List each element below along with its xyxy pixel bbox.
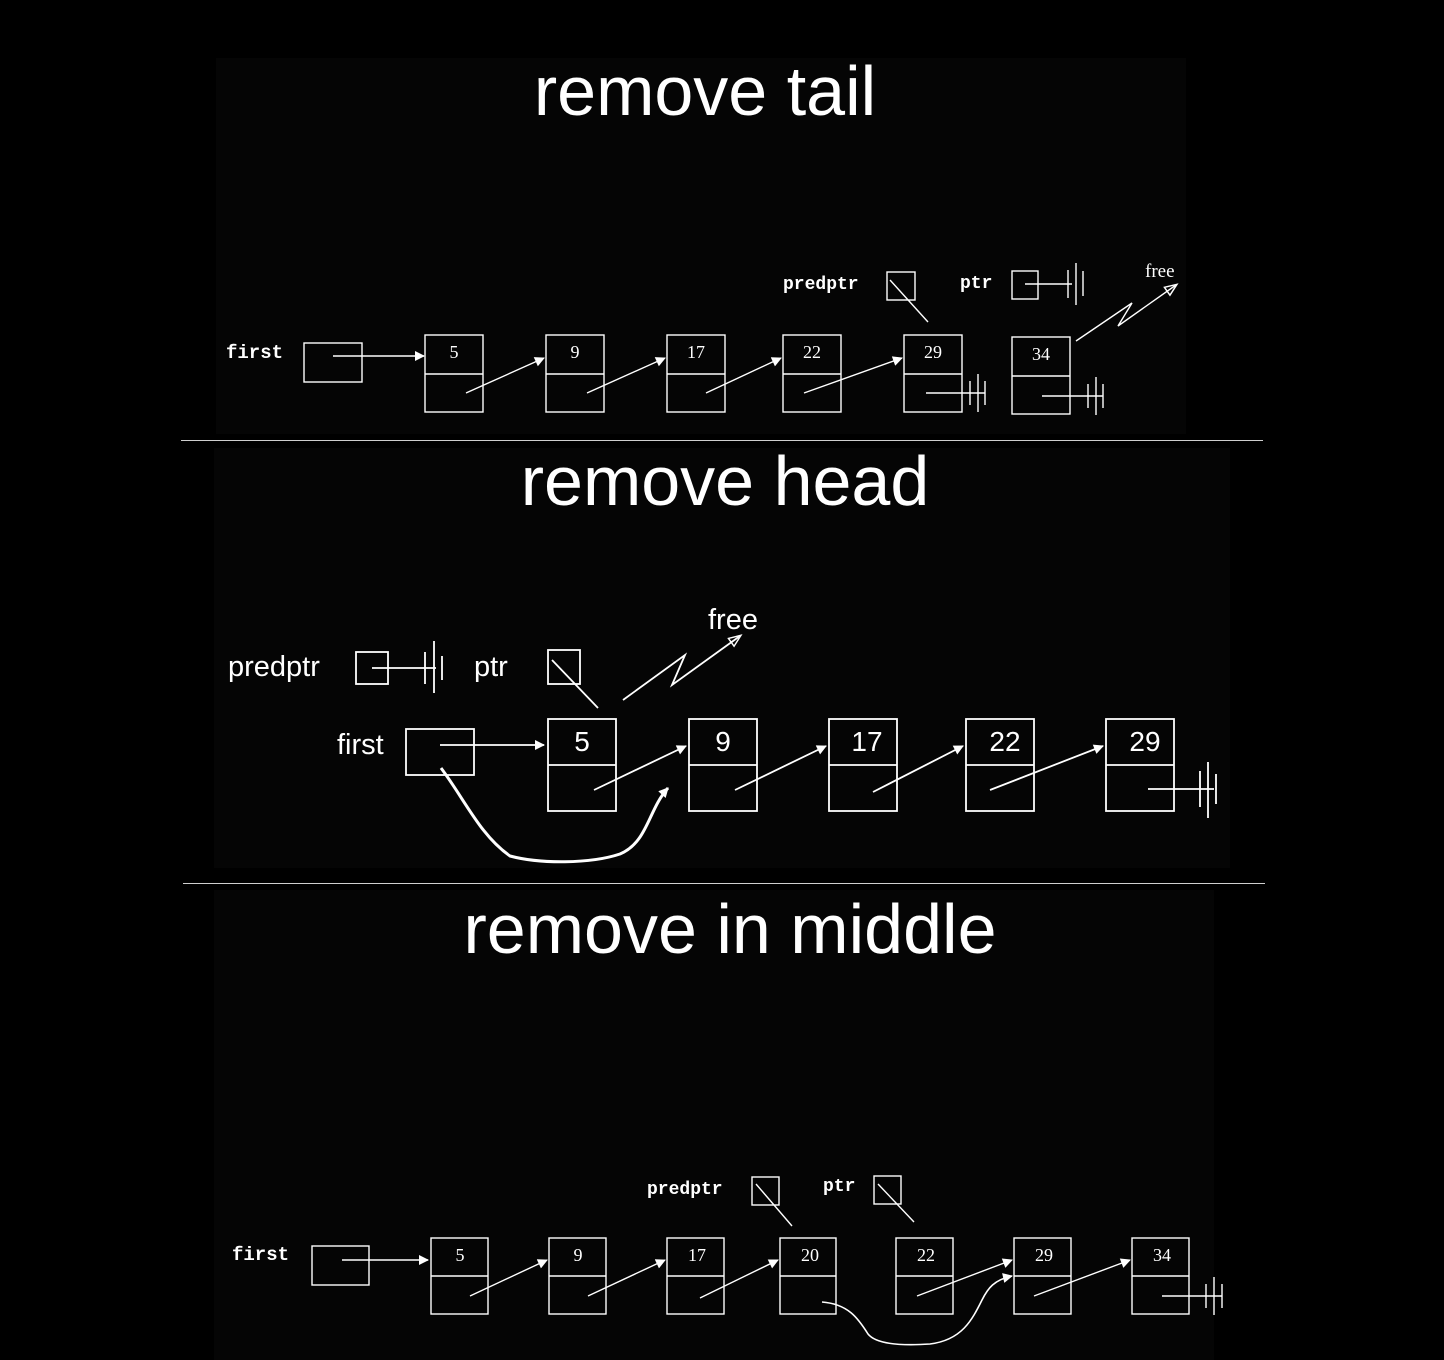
head-node: 22	[965, 718, 1035, 812]
tail-next-arrow	[465, 357, 545, 394]
head-node-value: 17	[851, 726, 882, 757]
tail-node: 34	[1011, 336, 1071, 415]
head-first-box	[405, 728, 475, 776]
tail-node-value: 22	[803, 342, 821, 362]
middle-bypass-arrow	[821, 1273, 1013, 1346]
tail-ptr-box	[1011, 270, 1039, 300]
tail-free-arrow	[1075, 283, 1179, 342]
tail-node-value: 17	[687, 342, 705, 362]
middle-next-arrow	[469, 1259, 548, 1297]
middle-ptr-box	[873, 1175, 902, 1205]
middle-diagram-panel	[214, 890, 1214, 1360]
middle-node: 9	[548, 1237, 607, 1315]
title-remove-in-middle: remove in middle	[463, 890, 997, 968]
tail-node-value: 9	[571, 342, 580, 362]
tail-predptr-box	[886, 271, 916, 301]
middle-ptr-label: ptr	[823, 1177, 855, 1197]
middle-node-value: 29	[1035, 1245, 1053, 1265]
middle-diagram: first predptr ptr 5 9 17 20 22	[232, 1175, 1223, 1346]
head-ptr-box	[547, 649, 581, 685]
head-node: 17	[828, 718, 898, 812]
tail-ptr-label: ptr	[960, 274, 992, 294]
middle-next-arrow	[1033, 1258, 1131, 1297]
tail-diagram-panel	[216, 58, 1186, 434]
tail-node-value: 29	[924, 342, 942, 362]
title-remove-tail: remove tail	[533, 52, 877, 130]
middle-first-box	[311, 1245, 370, 1286]
middle-node-value: 22	[917, 1245, 935, 1265]
tail-next-arrow	[803, 356, 903, 394]
middle-next-arrow	[699, 1259, 779, 1299]
middle-node-value: 5	[456, 1245, 465, 1265]
tail-node-value: 34	[1032, 344, 1050, 364]
head-free-arrow	[622, 634, 743, 701]
middle-node: 17	[666, 1237, 725, 1315]
head-node-value: 29	[1129, 726, 1160, 757]
middle-node-value: 9	[574, 1245, 583, 1265]
tail-null-symbol	[926, 374, 986, 412]
divider-2	[183, 883, 1265, 884]
head-node-value: 9	[715, 726, 731, 757]
tail-node: 5	[424, 334, 484, 413]
tail-first-label: first	[226, 342, 283, 364]
middle-node: 22	[895, 1237, 954, 1315]
head-next-arrow	[734, 745, 827, 791]
head-bypass-arrow	[439, 767, 670, 864]
middle-node: 5	[430, 1237, 489, 1315]
head-node-value: 22	[989, 726, 1020, 757]
tail-node: 29	[903, 334, 963, 413]
head-node: 9	[688, 718, 758, 812]
middle-node-value: 17	[688, 1245, 706, 1265]
middle-predptr-box	[751, 1176, 780, 1206]
head-diagram: predptr ptr free first 5 9 17 22	[228, 604, 1217, 864]
middle-node: 34	[1131, 1237, 1190, 1315]
title-remove-head: remove head	[520, 442, 930, 520]
tail-predptr-label: predptr	[783, 275, 859, 295]
head-next-arrow	[872, 745, 964, 793]
middle-node-value: 20	[801, 1245, 819, 1265]
tail-first-box	[303, 342, 363, 383]
head-null-symbol	[1148, 762, 1217, 818]
head-node: 29	[1105, 718, 1175, 812]
tail-next-arrow	[586, 357, 666, 394]
tail-node: 9	[545, 334, 605, 413]
top-bar	[0, 0, 1444, 58]
middle-null-symbol	[1162, 1277, 1223, 1315]
tail-null-symbol	[1042, 377, 1104, 415]
middle-next-arrow	[916, 1258, 1013, 1297]
head-free-label: free	[708, 604, 758, 636]
middle-first-label: first	[232, 1244, 289, 1266]
middle-node: 20	[779, 1237, 837, 1315]
head-next-arrow	[593, 745, 687, 791]
tail-node: 22	[782, 334, 842, 413]
head-ptr-label: ptr	[474, 651, 508, 683]
tail-node: 17	[666, 334, 726, 413]
head-node: 5	[547, 718, 617, 812]
divider-1	[181, 440, 1263, 441]
tail-diagram: first predptr ptr free 5 9 17 22	[226, 261, 1179, 415]
head-node-value: 5	[574, 726, 590, 757]
head-diagram-panel	[214, 448, 1230, 868]
middle-next-arrow	[587, 1259, 666, 1297]
head-next-arrow	[989, 744, 1104, 791]
middle-node-value: 34	[1153, 1245, 1171, 1265]
head-first-label: first	[337, 729, 384, 761]
middle-predptr-label: predptr	[647, 1180, 723, 1200]
tail-free-label: free	[1145, 261, 1175, 282]
head-predptr-label: predptr	[228, 651, 320, 683]
tail-node-value: 5	[450, 342, 459, 362]
tail-next-arrow	[705, 357, 782, 394]
middle-node: 29	[1013, 1237, 1072, 1315]
